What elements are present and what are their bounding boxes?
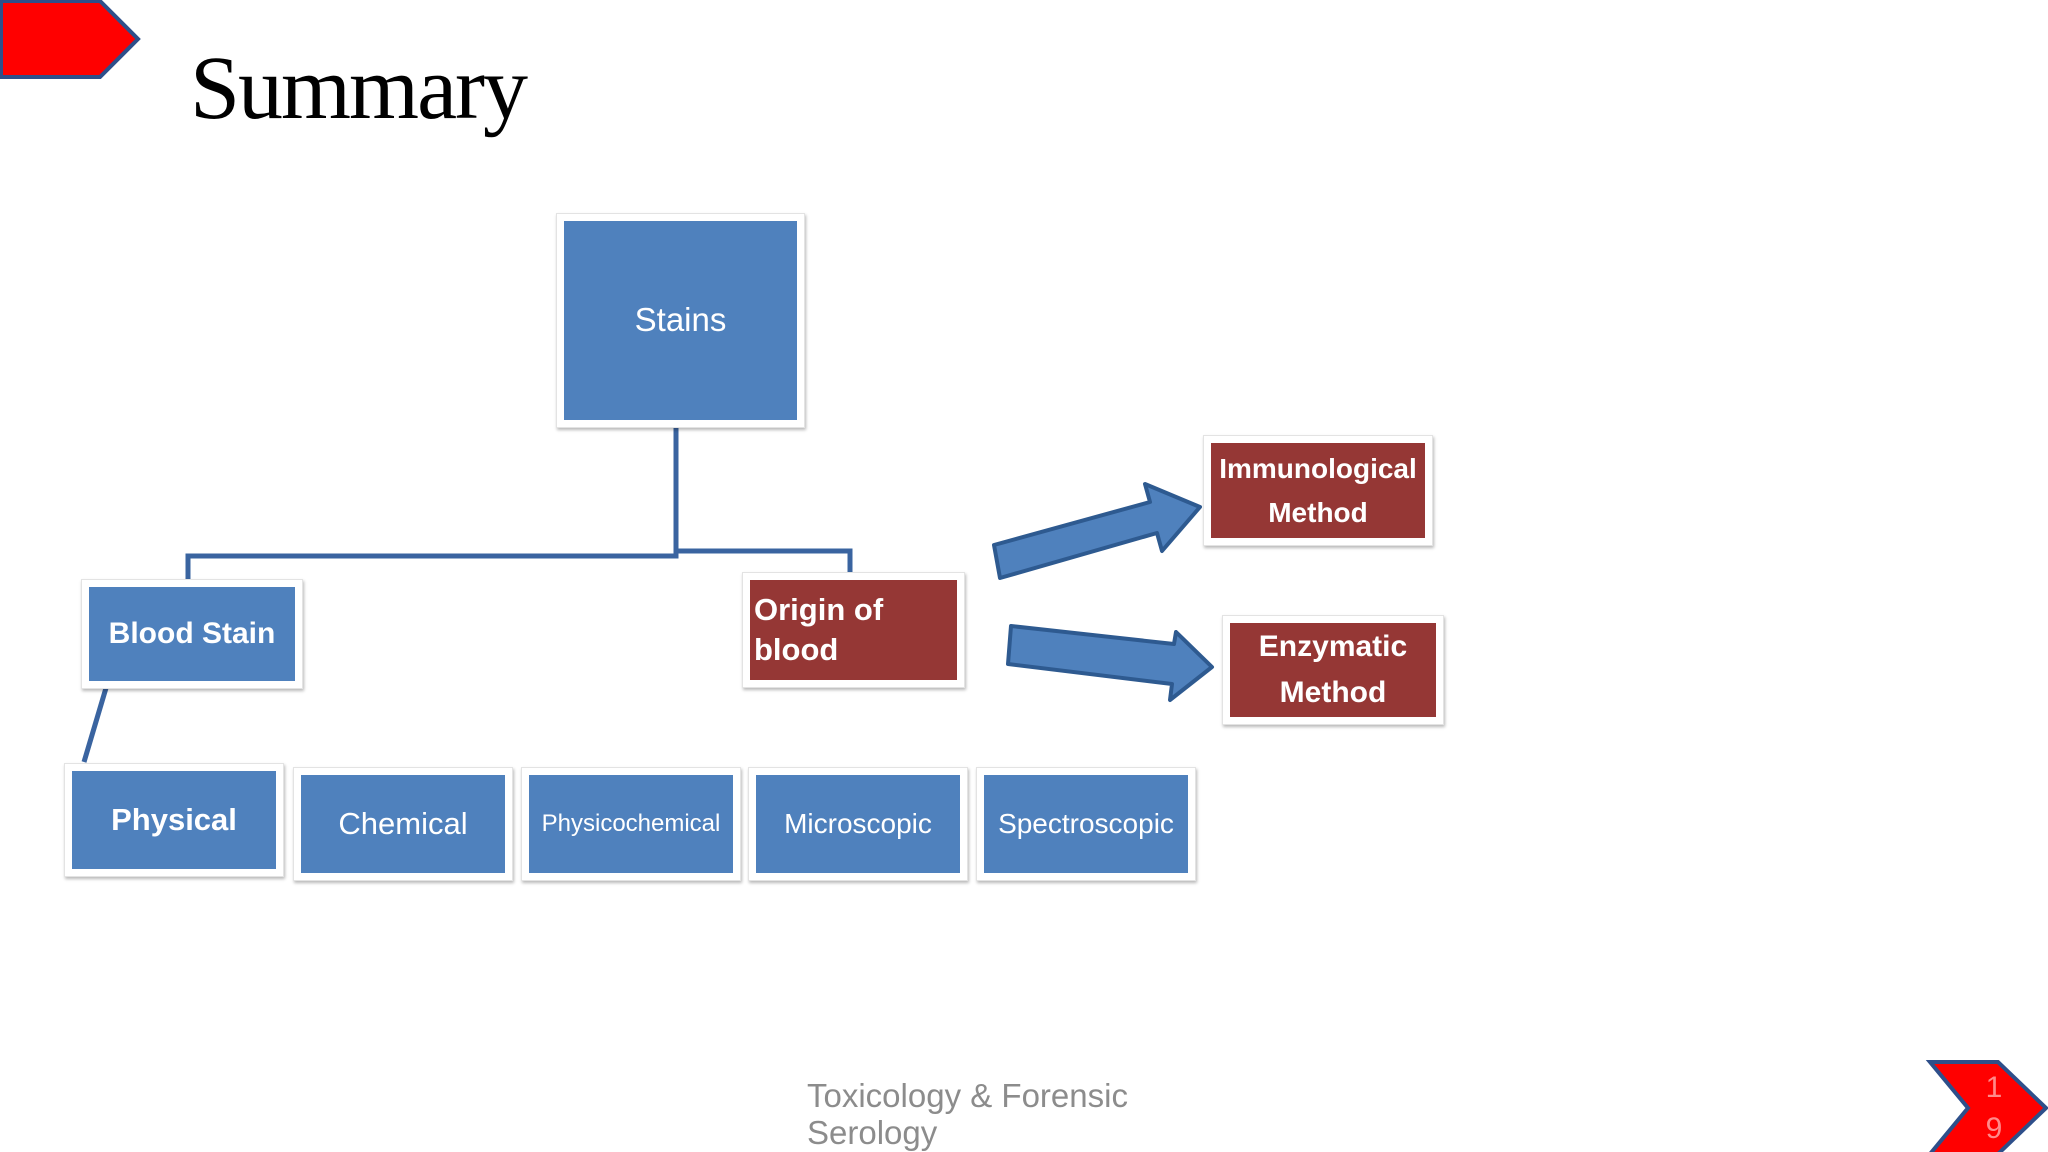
physical-node: Physical: [64, 763, 284, 877]
blood-stain-to-physical-connector: [81, 687, 109, 763]
footer-text: Toxicology & Forensic Serology: [807, 1077, 1128, 1151]
bottom-right-corner-arrow-shape: [1925, 1060, 2048, 1152]
arrow-to-immunological: [992, 482, 1202, 580]
arrow-to-enzymatic: [1006, 624, 1214, 702]
page-number: 19: [1985, 1071, 2003, 1145]
immunological-method-node-label: Immunological Method: [1211, 443, 1425, 538]
enzymatic-method-node: Enzymatic Method: [1222, 615, 1444, 725]
enzymatic-method-node-label: Enzymatic Method: [1230, 623, 1436, 717]
top-left-corner-arrow-shape: [0, 0, 141, 79]
immunological-method-node: Immunological Method: [1203, 435, 1433, 546]
origin-of-blood-node-label: Origin of blood: [750, 580, 957, 680]
physical-node-label: Physical: [72, 771, 276, 869]
blood-stain-node-label: Blood Stain: [89, 587, 295, 681]
origin-of-blood-node: Origin of blood: [742, 572, 965, 688]
spectroscopic-node: Spectroscopic: [976, 767, 1196, 881]
physicochemical-node: Physicochemical: [521, 767, 741, 881]
root-to-origin-connector: [676, 548, 853, 576]
microscopic-node-label: Microscopic: [756, 775, 960, 873]
physicochemical-node-label: Physicochemical: [529, 775, 733, 873]
microscopic-node: Microscopic: [748, 767, 968, 881]
spectroscopic-node-label: Spectroscopic: [984, 775, 1188, 873]
root-to-blood-stain-connector: [185, 427, 679, 582]
stains-node: Stains: [556, 213, 805, 428]
blood-stain-node: Blood Stain: [81, 579, 303, 689]
chemical-node: Chemical: [293, 767, 513, 881]
stains-node-label: Stains: [564, 221, 797, 420]
chemical-node-label: Chemical: [301, 775, 505, 873]
slide-title: Summary: [190, 39, 528, 138]
